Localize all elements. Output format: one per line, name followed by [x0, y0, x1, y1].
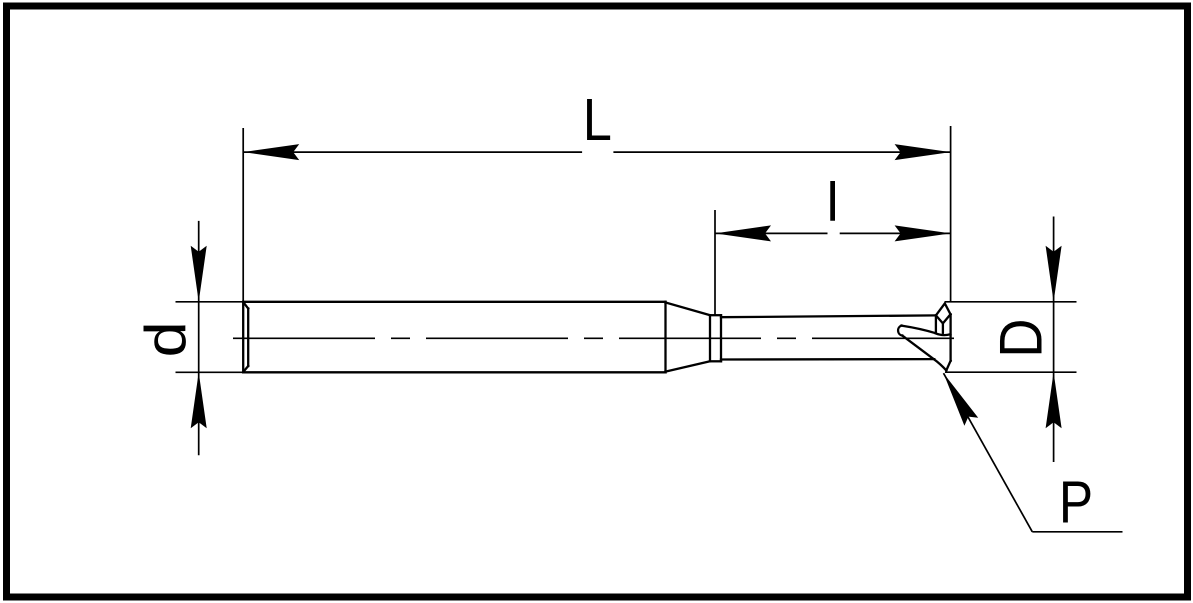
svg-text:D: D: [988, 318, 1055, 357]
svg-text:L: L: [583, 86, 612, 153]
svg-text:l: l: [827, 171, 839, 232]
svg-text:d: d: [134, 321, 198, 357]
svg-text:P: P: [1059, 469, 1093, 535]
